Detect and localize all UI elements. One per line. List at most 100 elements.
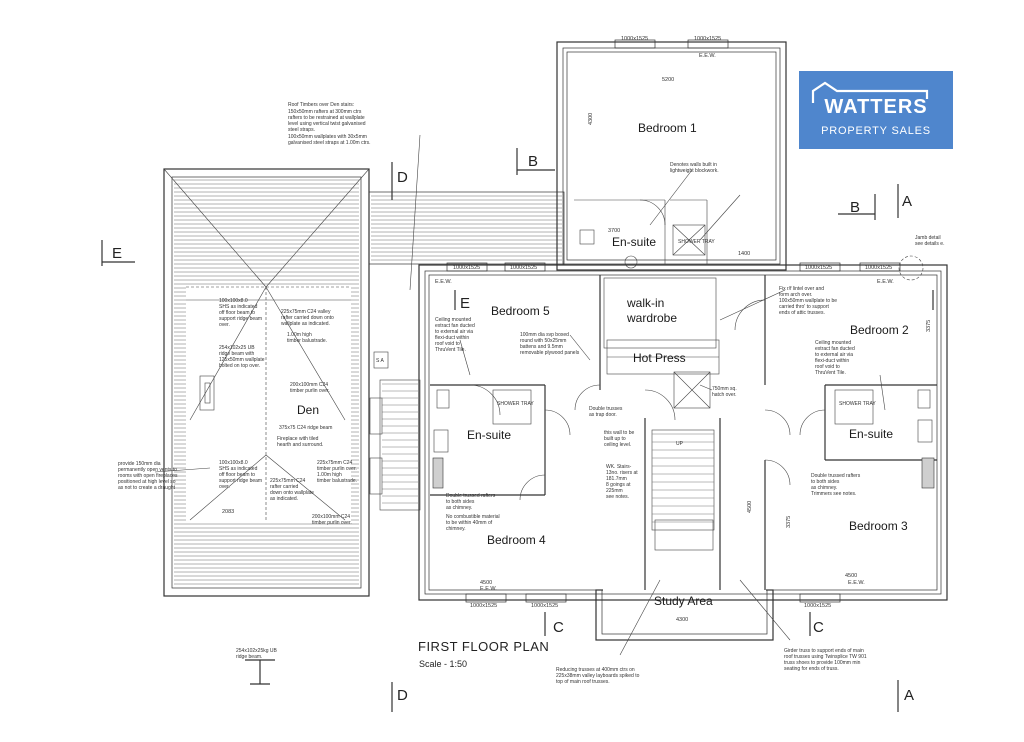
svg-text:750mm sq.: 750mm sq. xyxy=(712,386,737,392)
svg-text:SHOWER TRAY: SHOWER TRAY xyxy=(497,401,534,407)
svg-text:2083: 2083 xyxy=(222,509,234,515)
house-outline-icon xyxy=(811,81,929,103)
svg-text:Fireplace with tiled: Fireplace with tiled xyxy=(277,436,319,442)
svg-text:off floor beam to: off floor beam to xyxy=(219,472,255,478)
main-house xyxy=(418,255,948,641)
svg-text:over.: over. xyxy=(219,484,230,490)
svg-text:roof void to: roof void to xyxy=(435,341,460,347)
svg-text:rafter carried: rafter carried xyxy=(270,484,299,490)
svg-text:as chimney.: as chimney. xyxy=(811,485,837,491)
svg-text:battens and 9.5mm: battens and 9.5mm xyxy=(520,344,563,350)
svg-text:8 goings at: 8 goings at xyxy=(606,482,631,488)
room-ensuite-right: En-suite xyxy=(849,427,893,441)
svg-text:1000x1525: 1000x1525 xyxy=(865,265,892,271)
svg-text:galvanised steel straps at 1.0: galvanised steel straps at 1.00m ctrs. xyxy=(288,140,371,146)
svg-text:hatch over.: hatch over. xyxy=(712,392,736,398)
room-hotpress: Hot Press xyxy=(633,351,686,365)
watters-logo: WATTERS PROPERTY SALES xyxy=(799,71,953,149)
svg-text:provide 150mm dia: provide 150mm dia xyxy=(118,461,161,467)
logo-brand: WATTERS xyxy=(824,96,928,118)
svg-text:rooms with open fireplaces: rooms with open fireplaces xyxy=(118,473,178,479)
svg-text:over.: over. xyxy=(219,322,230,328)
svg-text:positioned at high level so: positioned at high level so xyxy=(118,479,176,485)
svg-text:as trap door.: as trap door. xyxy=(589,412,617,418)
svg-text:timber purlin over.: timber purlin over. xyxy=(290,388,330,394)
room-walkin-1: walk-in xyxy=(626,296,664,310)
svg-text:181.7mm: 181.7mm xyxy=(606,476,627,482)
svg-text:level using vertical twist gal: level using vertical twist galvanised xyxy=(288,121,366,127)
svg-text:rafters to be restrained at wa: rafters to be restrained at wallplate xyxy=(288,115,365,121)
svg-text:225x75mm C24 valley: 225x75mm C24 valley xyxy=(281,309,331,315)
svg-text:wallplate as indicated.: wallplate as indicated. xyxy=(281,321,330,327)
svg-text:4300: 4300 xyxy=(588,113,594,125)
svg-text:support ridge beam: support ridge beam xyxy=(219,478,262,484)
section-b-right: B xyxy=(850,199,860,216)
svg-text:375x75 C24 ridge beam: 375x75 C24 ridge beam xyxy=(279,425,332,431)
svg-text:timber balustrade.: timber balustrade. xyxy=(287,338,327,344)
svg-text:1000x1525: 1000x1525 xyxy=(531,603,558,609)
svg-text:SHS as indicated: SHS as indicated xyxy=(219,466,258,472)
svg-text:100x50mm wallplates with 30x5m: 100x50mm wallplates with 30x5mm xyxy=(288,134,367,140)
svg-text:254x102x25kg UB: 254x102x25kg UB xyxy=(236,648,278,654)
svg-text:Denotes walls built in: Denotes walls built in xyxy=(670,162,717,168)
room-bedroom4: Bedroom 4 xyxy=(487,533,546,547)
svg-text:WK. Stairs-: WK. Stairs- xyxy=(606,464,632,470)
svg-text:Fix r/f lintel over and: Fix r/f lintel over and xyxy=(779,286,824,292)
svg-text:ends of attic trusses.: ends of attic trusses. xyxy=(779,310,825,316)
section-a-top: A xyxy=(902,193,912,210)
svg-text:ridge beam with: ridge beam with xyxy=(219,351,255,357)
svg-text:flexi-duct within: flexi-duct within xyxy=(815,358,849,364)
svg-text:hearth and surround.: hearth and surround. xyxy=(277,442,323,448)
svg-text:200x100mm C24: 200x100mm C24 xyxy=(312,514,350,520)
svg-text:E.E.W.: E.E.W. xyxy=(699,53,716,59)
svg-text:seating for ends of truss.: seating for ends of truss. xyxy=(784,666,839,672)
svg-text:225x75mm C24: 225x75mm C24 xyxy=(270,478,306,484)
svg-text:ThruVent Tile.: ThruVent Tile. xyxy=(815,370,846,376)
svg-text:254x102x25 UB: 254x102x25 UB xyxy=(219,345,255,351)
svg-text:roof void to: roof void to xyxy=(815,364,840,370)
room-bedroom5: Bedroom 5 xyxy=(491,304,550,318)
svg-text:Girder truss to support ends o: Girder truss to support ends of main xyxy=(784,648,864,654)
svg-text:E.E.W.: E.E.W. xyxy=(877,279,894,285)
den-roof xyxy=(163,168,370,597)
svg-text:13no. risers at: 13no. risers at xyxy=(606,470,638,476)
svg-text:extract fan ducted: extract fan ducted xyxy=(815,346,855,352)
section-e-right: E xyxy=(460,295,470,312)
room-ensuite-top: En-suite xyxy=(612,235,656,249)
svg-text:No combustible material: No combustible material xyxy=(446,514,500,520)
leaders xyxy=(154,134,886,656)
room-bedroom2: Bedroom 2 xyxy=(850,323,909,337)
svg-text:timber balustrade.: timber balustrade. xyxy=(317,478,357,484)
windows xyxy=(446,39,901,603)
svg-text:100x100x8.0: 100x100x8.0 xyxy=(219,460,248,466)
section-e-left: E xyxy=(112,245,122,262)
svg-text:4300: 4300 xyxy=(676,617,688,623)
room-walkin-2: wardrobe xyxy=(626,311,677,325)
svg-text:4500: 4500 xyxy=(747,501,753,513)
svg-text:1000x1525: 1000x1525 xyxy=(694,36,721,42)
svg-text:1000x1525: 1000x1525 xyxy=(804,603,831,609)
svg-text:Roof Timbers over Den stairs:: Roof Timbers over Den stairs: xyxy=(288,102,354,108)
svg-text:permanently open vents to: permanently open vents to xyxy=(118,467,177,473)
svg-text:125x50mm wallplate: 125x50mm wallplate xyxy=(219,357,265,363)
svg-text:Ceiling mounted: Ceiling mounted xyxy=(435,317,471,323)
svg-text:5200: 5200 xyxy=(662,77,674,83)
svg-text:UP: UP xyxy=(676,441,684,447)
svg-text:lightweight blockwork.: lightweight blockwork. xyxy=(670,168,719,174)
section-a-bottom: A xyxy=(904,687,914,704)
section-marks xyxy=(101,148,934,712)
svg-text:as indicated.: as indicated. xyxy=(270,496,298,502)
section-d-bottom: D xyxy=(397,687,408,704)
svg-text:1000x1525: 1000x1525 xyxy=(453,265,480,271)
svg-text:Ceiling mounted: Ceiling mounted xyxy=(815,340,851,346)
svg-text:see notes.: see notes. xyxy=(606,494,629,500)
notes: Roof Timbers over Den stairs: 150x50mm r… xyxy=(118,102,944,685)
room-den: Den xyxy=(297,403,319,417)
logo-subtitle: PROPERTY SALES xyxy=(821,125,931,137)
svg-text:3375: 3375 xyxy=(786,516,792,528)
svg-text:as not to create a draught: as not to create a draught xyxy=(118,485,176,491)
svg-text:form arch over.: form arch over. xyxy=(779,292,812,298)
svg-text:4500: 4500 xyxy=(480,580,492,586)
svg-text:1000x1525: 1000x1525 xyxy=(470,603,497,609)
svg-text:ceiling level.: ceiling level. xyxy=(604,442,631,448)
